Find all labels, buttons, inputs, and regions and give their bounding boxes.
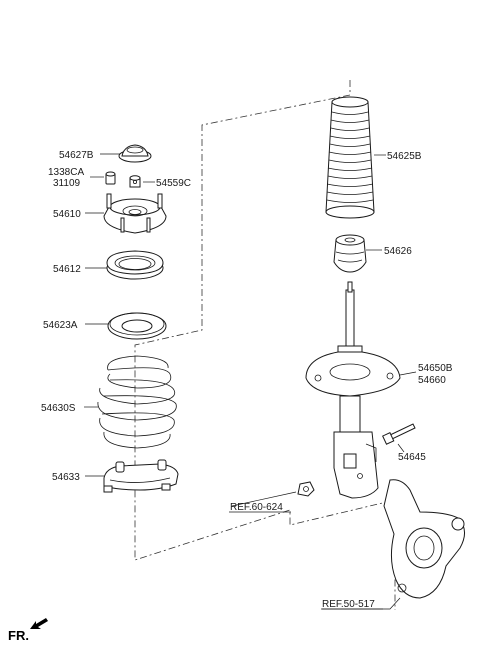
part-54626-bumper[interactable] <box>333 234 367 273</box>
part-54633-lower-pad[interactable] <box>103 459 179 493</box>
label-ref-50-517[interactable]: REF.50-517 <box>322 599 375 610</box>
label-54627b: 54627B <box>59 150 94 161</box>
leader-lines <box>84 153 417 610</box>
part-54612-bearing[interactable] <box>106 250 164 280</box>
part-54625b-boot[interactable] <box>325 96 375 219</box>
part-54627b-cap[interactable] <box>118 144 152 163</box>
part-ref60-nut[interactable] <box>297 481 315 497</box>
part-54650b-strut[interactable] <box>305 281 401 499</box>
label-ref-60-624[interactable]: REF.60-624 <box>230 502 283 513</box>
label-54610: 54610 <box>53 209 81 220</box>
label-54612: 54612 <box>53 264 81 275</box>
part-54630s-spring[interactable] <box>97 355 177 449</box>
front-indicator-label: FR. <box>8 628 29 643</box>
part-54559c-nut[interactable] <box>129 175 141 188</box>
label-54625b: 54625B <box>387 151 422 162</box>
label-54559c: 54559C <box>156 178 191 189</box>
label-54650b: 54650B <box>418 363 453 374</box>
part-54645-bolt[interactable] <box>382 423 416 445</box>
label-1338ca: 1338CA <box>48 167 84 178</box>
part-1338ca-nut[interactable] <box>105 171 116 185</box>
label-54623a: 54623A <box>43 320 78 331</box>
label-54645: 54645 <box>398 452 426 463</box>
part-54623a-pad[interactable] <box>107 312 167 340</box>
label-54660: 54660 <box>418 375 446 386</box>
label-31109: 31109 <box>53 178 81 189</box>
label-54630s: 54630S <box>41 403 76 414</box>
part-54610-mount[interactable] <box>103 193 167 234</box>
front-arrow-icon <box>30 618 48 629</box>
assembly-boundary <box>134 80 396 610</box>
part-ref50-knuckle[interactable] <box>383 479 465 599</box>
label-54633: 54633 <box>52 472 80 483</box>
label-54626: 54626 <box>384 246 412 257</box>
